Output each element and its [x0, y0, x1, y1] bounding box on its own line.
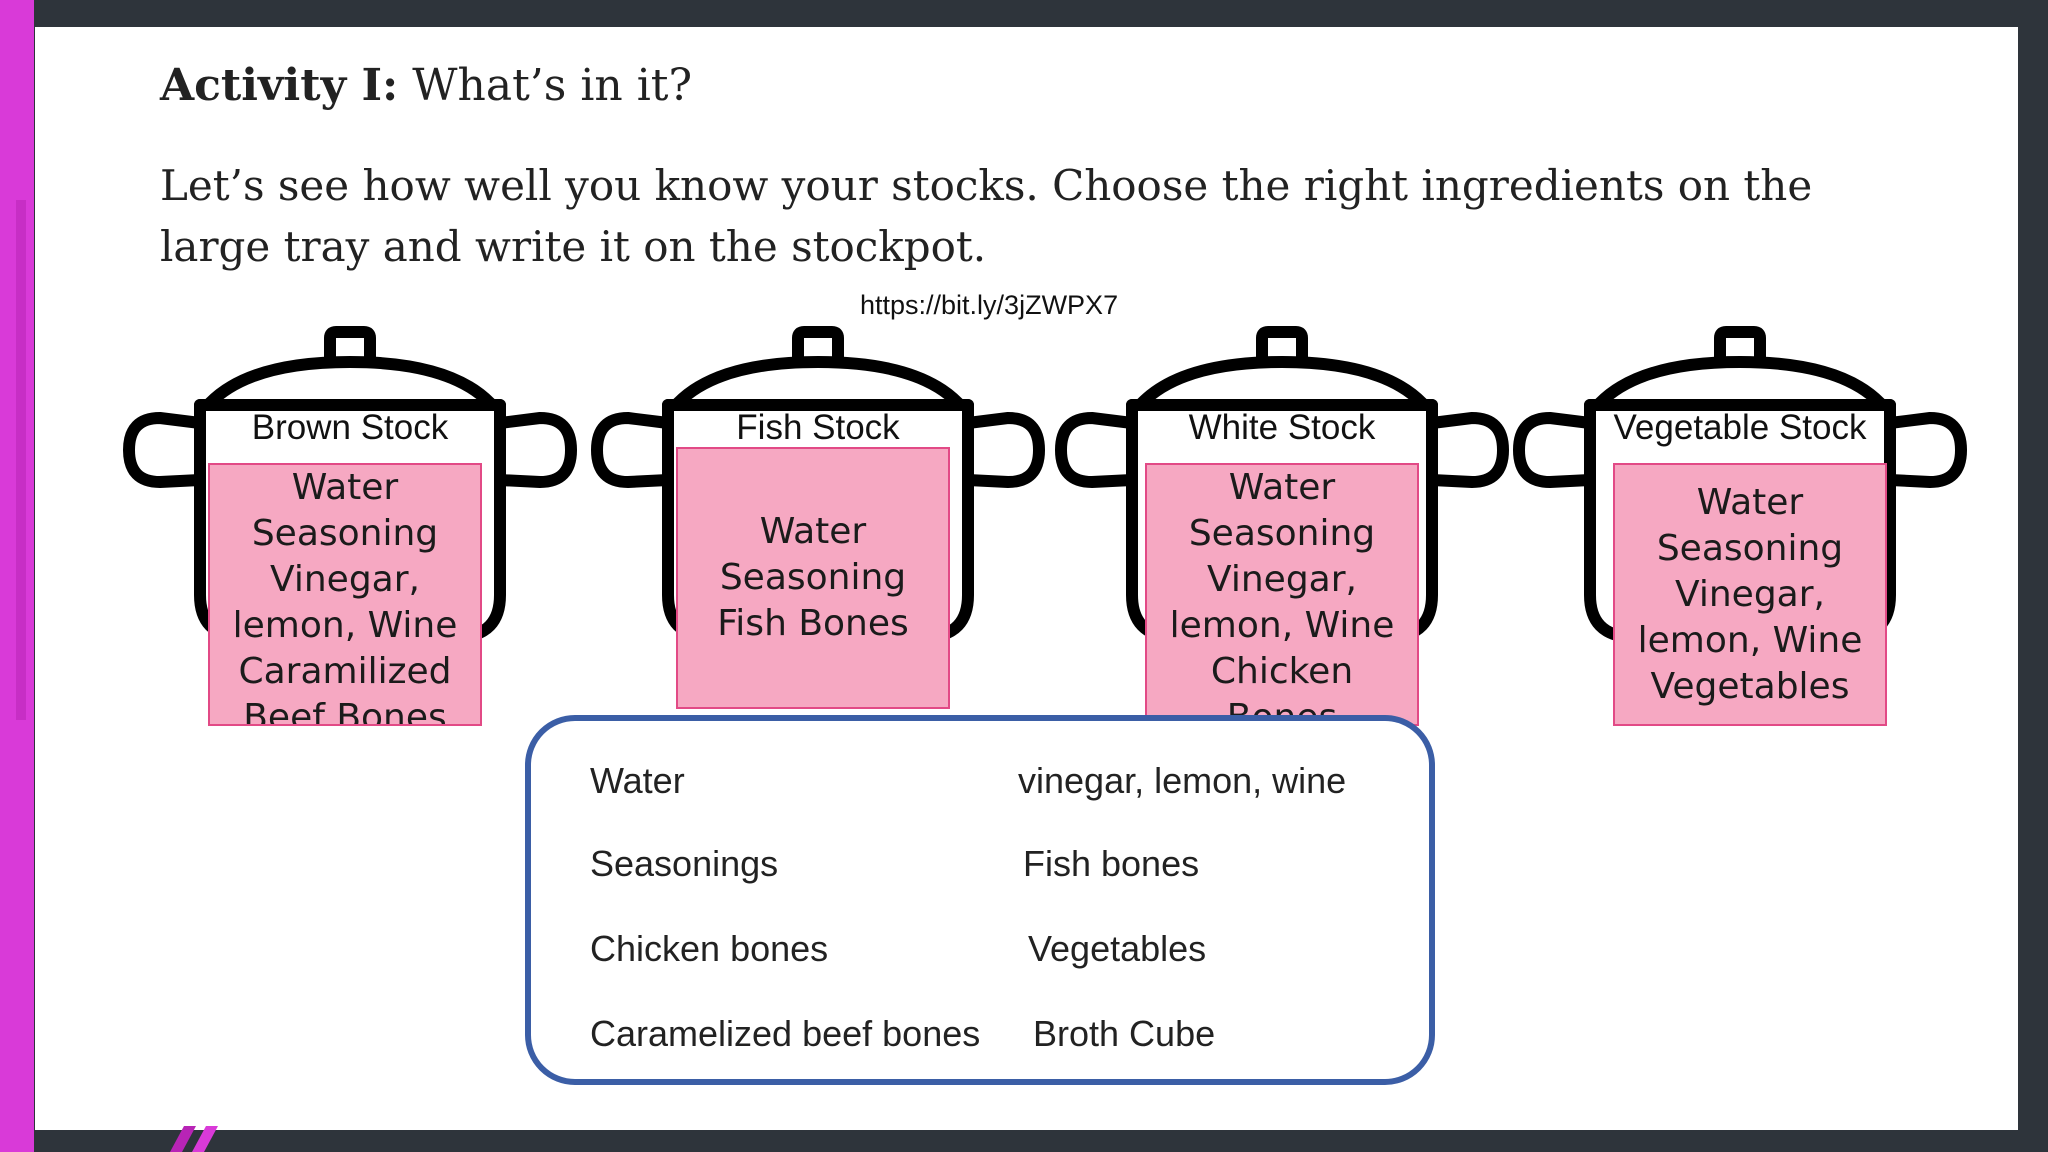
answer-text-vegetable: Water Seasoning Vinegar, lemon, Wine Veg…: [1637, 481, 1863, 707]
answer-note-fish[interactable]: Water Seasoning Fish Bones: [676, 447, 950, 709]
stockpot-icon: [123, 326, 577, 643]
tray-item: Chicken bones: [590, 928, 829, 969]
answer-note-vegetable[interactable]: Water Seasoning Vinegar, lemon, Wine Veg…: [1613, 463, 1887, 726]
stockpot-brown: Brown Stock: [120, 325, 580, 665]
stockpot-fish: Fish Stock: [588, 325, 1048, 665]
stock-label-fish: Fish Stock: [736, 408, 900, 447]
instructions-text: Let’s see how well you know your stocks.…: [160, 161, 1813, 271]
answer-note-white[interactable]: Water Seasoning Vinegar, lemon, Wine Chi…: [1145, 463, 1419, 726]
stockpot-icon: [591, 326, 1045, 643]
stock-label-brown: Brown Stock: [251, 408, 449, 447]
tray-item: Vegetables: [1028, 928, 1207, 969]
tray-item: Water: [590, 760, 685, 801]
tray-item: Broth Cube: [1033, 1013, 1216, 1054]
activity-heading: Activity I: What’s in it?: [160, 60, 692, 111]
tray-item: Fish bones: [1023, 843, 1200, 884]
ingredient-tray: [525, 715, 1435, 1085]
answer-text-fish: Water Seasoning Fish Bones: [717, 511, 909, 644]
tray-item: Caramelized beef bones: [590, 1013, 981, 1054]
answer-text-brown: Water Seasoning Vinegar, lemon, Wine Car…: [232, 467, 458, 726]
answer-note-brown[interactable]: Water Seasoning Vinegar, lemon, Wine Car…: [208, 463, 482, 726]
source-url[interactable]: https://bit.ly/3jZWPX7: [860, 290, 1119, 320]
accent-bar: [0, 0, 34, 1152]
stockpot-white: White Stock: [1052, 325, 1512, 665]
activity-title: What’s in it?: [398, 60, 693, 111]
chevron-decoration-icon: [170, 1126, 218, 1152]
answer-text-white: Water Seasoning Vinegar, lemon, Wine Chi…: [1169, 467, 1395, 726]
tray-item: vinegar, lemon, wine: [1018, 760, 1347, 801]
stock-label-vegetable: Vegetable Stock: [1613, 408, 1867, 447]
activity-title-bold: Activity I:: [160, 60, 399, 111]
stock-label-white: White Stock: [1188, 408, 1376, 447]
tray-item: Seasonings: [590, 843, 779, 884]
